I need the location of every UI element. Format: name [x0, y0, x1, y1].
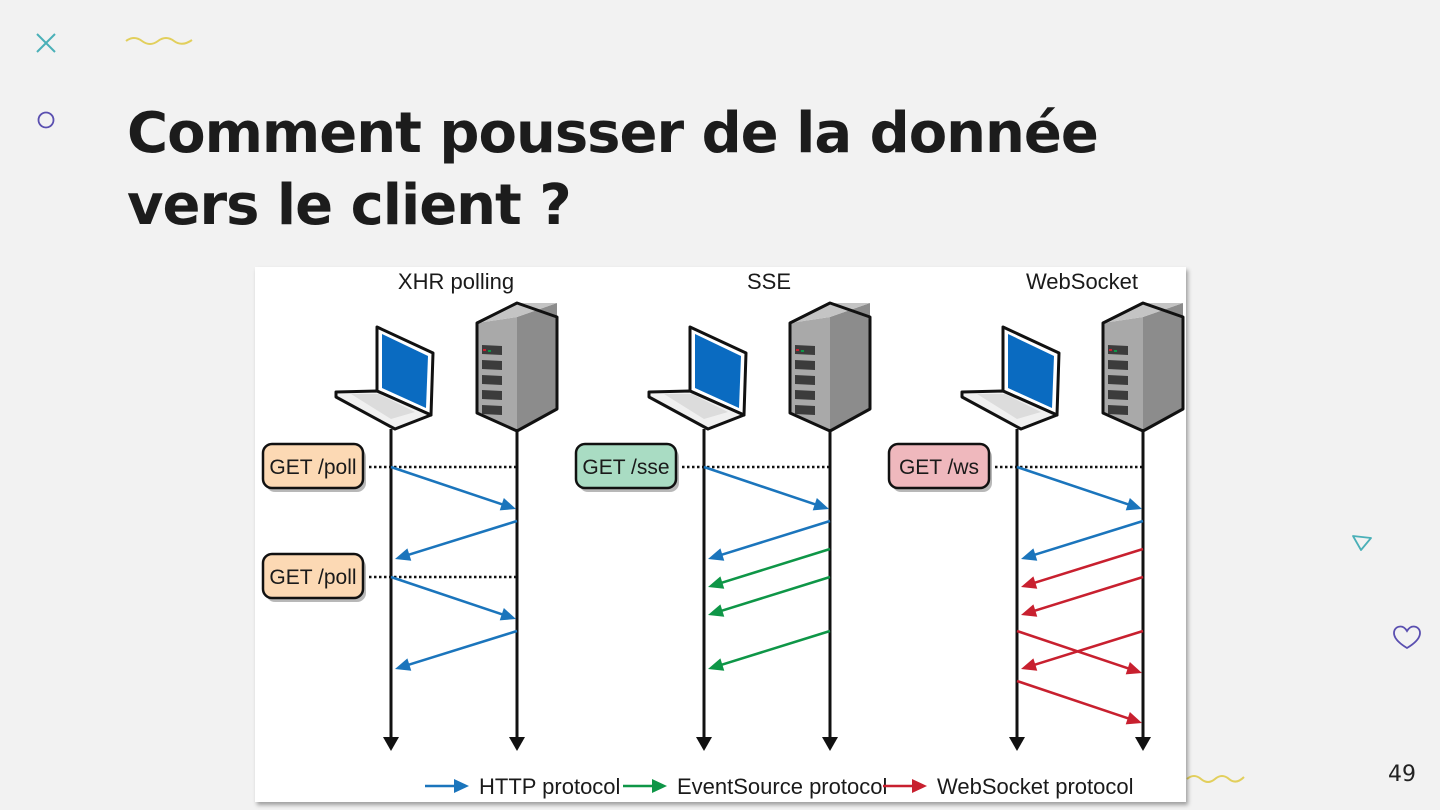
message-arrowhead	[812, 498, 829, 511]
message-arrow-websocket	[1016, 679, 1142, 725]
message-arrowhead	[1021, 604, 1038, 617]
message-arrow-eventsource	[708, 629, 831, 671]
message-arrowhead	[1021, 548, 1038, 561]
slide-title: Comment pousser de la donnée vers le cli…	[127, 98, 1099, 242]
lifeline-arrowhead	[1135, 737, 1151, 751]
legend-arrow-icon	[454, 779, 469, 793]
message-arrowhead	[708, 658, 725, 671]
slide-title-line-2: vers le client ?	[127, 173, 572, 238]
message-arrowhead	[499, 608, 516, 621]
server-icon	[1101, 301, 1185, 433]
laptop-client-icon	[334, 325, 435, 431]
triangle-decoration-icon	[1352, 535, 1372, 551]
column-title: WebSocket	[1026, 269, 1138, 294]
laptop-client-icon	[960, 325, 1061, 431]
message-arrowhead	[708, 548, 725, 561]
wave-decoration-icon	[125, 37, 193, 45]
legend-label: EventSource protocol	[677, 774, 887, 799]
legend-arrow-icon	[652, 779, 667, 793]
message-arrowhead	[708, 576, 725, 589]
request-label: GET /poll	[269, 456, 356, 479]
request-label: GET /ws	[899, 456, 979, 479]
legend-label: HTTP protocol	[479, 774, 620, 799]
message-line	[719, 629, 831, 667]
message-arrow-http	[1016, 465, 1142, 511]
message-line	[390, 575, 506, 617]
message-line	[719, 575, 831, 613]
request-label-box	[261, 442, 365, 490]
message-arrow-eventsource	[708, 575, 831, 617]
legend: HTTP protocol EventSource protocol WebSock…	[425, 774, 1133, 799]
message-line	[719, 519, 831, 557]
request-label: GET /sse	[582, 456, 669, 479]
message-arrowhead	[499, 498, 516, 511]
message-line	[406, 519, 518, 557]
legend-label: WebSocket protocol	[937, 774, 1133, 799]
wave-decoration-icon	[1186, 775, 1245, 783]
message-line	[1032, 629, 1144, 667]
message-arrowhead	[395, 548, 412, 561]
page-number: 49	[1388, 762, 1416, 787]
message-arrow-http	[1021, 519, 1144, 561]
circle-decoration-icon	[37, 111, 55, 129]
cross-decoration-icon	[36, 33, 56, 53]
request-label-box	[261, 552, 365, 600]
lifeline-arrowhead	[1009, 737, 1025, 751]
message-line	[1016, 465, 1132, 507]
slide-title-line-1: Comment pousser de la donnée	[127, 101, 1099, 166]
message-arrowhead	[708, 604, 725, 617]
heart-decoration-icon	[1393, 625, 1421, 650]
request-label-box	[574, 442, 678, 490]
message-arrow-http	[395, 519, 518, 561]
message-arrow-http	[390, 575, 516, 621]
column-title: XHR polling	[398, 269, 514, 294]
message-arrowhead	[1125, 712, 1142, 725]
lifeline-arrowhead	[822, 737, 838, 751]
message-line	[1032, 519, 1144, 557]
message-arrowhead	[395, 658, 412, 671]
message-arrow-http	[708, 519, 831, 561]
legend-item-eventsource: EventSource protocol	[623, 774, 887, 799]
message-line	[390, 465, 506, 507]
message-line	[1032, 547, 1144, 585]
message-line	[719, 547, 831, 585]
lifeline-arrowhead	[696, 737, 712, 751]
message-arrow-websocket	[1021, 575, 1144, 617]
message-arrow-websocket	[1016, 629, 1142, 675]
column-title: SSE	[747, 269, 791, 294]
message-arrowhead	[1021, 576, 1038, 589]
legend-arrow-icon	[912, 779, 927, 793]
message-line	[1016, 679, 1132, 721]
server-icon	[788, 301, 872, 433]
message-line	[1016, 629, 1132, 671]
server-icon	[475, 301, 559, 433]
laptop-client-icon	[647, 325, 748, 431]
lifeline-arrowhead	[509, 737, 525, 751]
legend-item-http: HTTP protocol	[425, 774, 620, 799]
diagram-column-1: SSE GET /sse	[574, 269, 872, 751]
lifeline-arrowhead	[383, 737, 399, 751]
request-label: GET /poll	[269, 566, 356, 589]
message-line	[1032, 575, 1144, 613]
message-line	[406, 629, 518, 667]
message-arrow-websocket	[1021, 629, 1144, 671]
message-arrow-http	[395, 629, 518, 671]
message-line	[703, 465, 819, 507]
message-arrow-eventsource	[708, 547, 831, 589]
request-label-box	[887, 442, 991, 490]
message-arrow-http	[390, 465, 516, 511]
message-arrow-http	[703, 465, 829, 511]
message-arrowhead	[1125, 662, 1142, 675]
message-arrowhead	[1021, 658, 1038, 671]
message-arrow-websocket	[1021, 547, 1144, 589]
message-arrowhead	[1125, 498, 1142, 511]
legend-item-websocket: WebSocket protocol	[883, 774, 1133, 799]
